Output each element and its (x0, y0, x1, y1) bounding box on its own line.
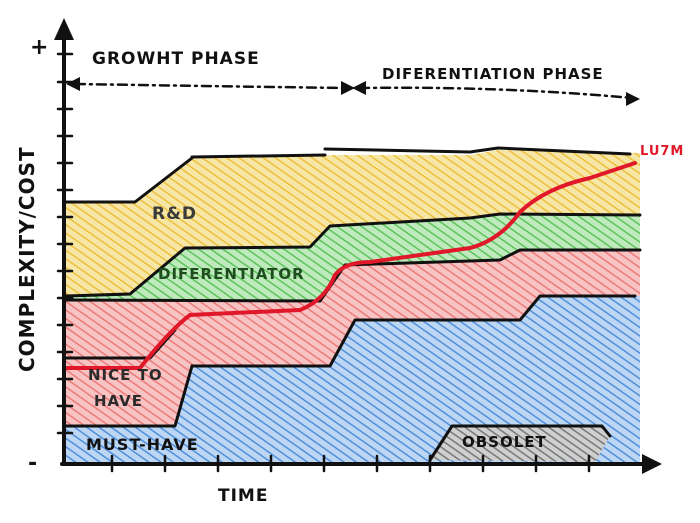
nice-to-have-label-line1: NICE TO (88, 366, 163, 384)
differentiator-label: DIFERENTIATOR (158, 265, 305, 283)
growth-arrow-right-head (341, 81, 355, 95)
rd-bottom-line (64, 212, 642, 298)
red-curve (64, 161, 637, 370)
differentiation-phase-label: DIFERENTIATION PHASE (382, 65, 604, 83)
obsolete-label: OBSOLET (462, 433, 547, 451)
diff-arrow-right-head (626, 92, 640, 106)
must-have-top-line (64, 364, 194, 428)
nice-to-have-band (66, 250, 640, 426)
must-have-band (66, 296, 640, 462)
growth-phase-arrow (74, 82, 347, 90)
x-axis-ticks (110, 454, 591, 473)
growth-phase-label: GROWHT PHASE (92, 49, 260, 69)
red-curve-label: LU7M (640, 144, 684, 159)
y-axis-ticks (56, 52, 74, 435)
diff-arrow-left-head (352, 81, 366, 95)
y-axis-minus: - (28, 451, 38, 476)
rd-band (66, 150, 640, 296)
rd-start-line (64, 156, 194, 204)
differentiator-bottom-line (64, 248, 642, 303)
nice-to-have-label-line2: HAVE (94, 392, 143, 410)
obsolete-region (430, 426, 610, 462)
x-axis-label: TIME (218, 486, 268, 506)
y-axis-label: COMPLEXITY/COST (15, 146, 39, 372)
differentiation-phase-arrow (358, 86, 634, 100)
growth-arrow-left-head (66, 77, 80, 91)
rd-top-line (190, 146, 632, 159)
rd-label: R&D (152, 204, 197, 224)
y-axis-arrowhead (54, 18, 74, 40)
obsolete-outline (428, 424, 612, 462)
y-axis-plus: + (30, 35, 49, 60)
x-axis-arrowhead (642, 454, 662, 474)
must-have-label: MUST-HAVE (86, 435, 199, 454)
